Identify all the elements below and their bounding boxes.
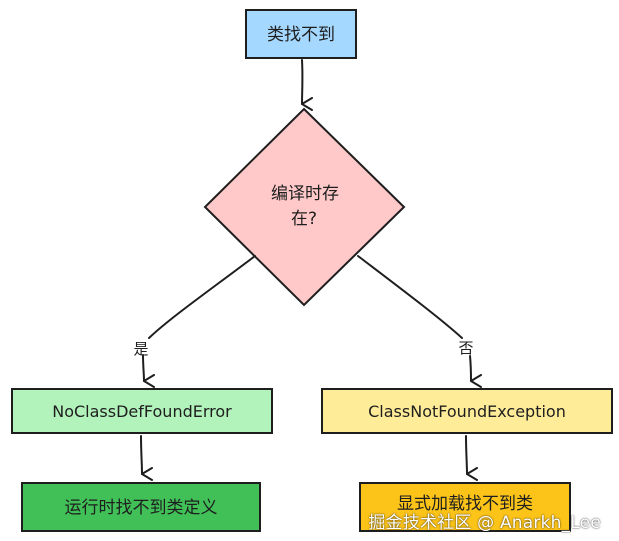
runtime-result-box xyxy=(21,482,261,532)
explicit-load-result-label: 显式加载找不到类 xyxy=(397,494,533,514)
edge-left-down xyxy=(140,435,154,481)
noclassdef-node: NoClassDefFoundError xyxy=(11,388,273,434)
decision-label-line1: 编译时存 xyxy=(271,184,339,204)
explicit-load-result-box xyxy=(359,482,571,532)
classnotfound-node: ClassNotFoundException xyxy=(321,388,613,434)
start-node-label: 类找不到 xyxy=(267,25,335,45)
classnotfound-box xyxy=(321,388,613,434)
edge-yes-label: 是 xyxy=(133,340,148,358)
edge-no-line xyxy=(357,255,463,339)
explicit-load-result-node: 显式加载找不到类 xyxy=(359,482,571,532)
edge-no-arrow xyxy=(469,355,483,388)
edge-right-down xyxy=(465,435,479,481)
watermark: 掘金技术社区 @ Anarkh_Lee xyxy=(368,513,601,533)
edge-yes-line xyxy=(148,255,256,339)
noclassdef-box xyxy=(11,388,273,434)
decision-node: 编译时存 在? xyxy=(203,107,406,307)
start-node: 类找不到 xyxy=(245,9,357,59)
decision-label-line2: 在? xyxy=(291,209,317,229)
classnotfound-label: ClassNotFoundException xyxy=(368,402,566,421)
edge-yes-arrow xyxy=(142,354,156,388)
noclassdef-label: NoClassDefFoundError xyxy=(52,402,232,421)
start-node-box xyxy=(245,9,357,59)
runtime-result-label: 运行时找不到类定义 xyxy=(65,498,218,518)
runtime-result-node: 运行时找不到类定义 xyxy=(21,482,261,532)
decision-diamond xyxy=(203,107,406,307)
edge-no-label: 否 xyxy=(458,339,473,357)
